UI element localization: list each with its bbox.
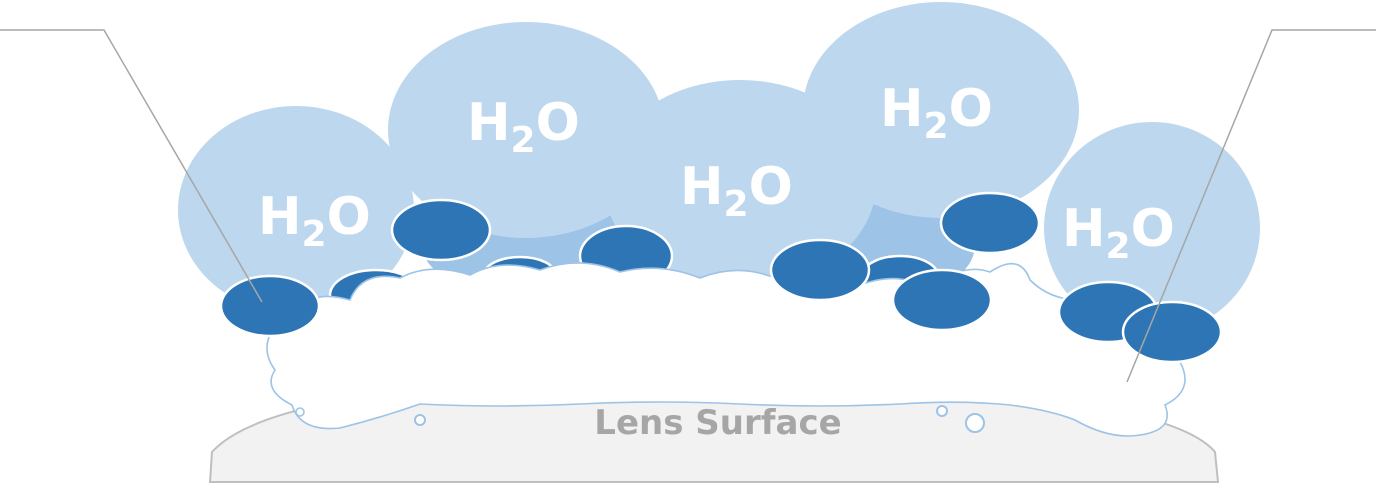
bubble [414, 414, 426, 426]
bubble [965, 413, 985, 433]
leader-lines [0, 29, 1376, 383]
water-cloud-2 [388, 22, 664, 238]
water-label-2: H2O [467, 93, 580, 161]
hydrophilic-group [1121, 300, 1223, 364]
water-label-4: H2O [880, 79, 993, 147]
water-label-3: H2O [680, 157, 793, 225]
water-labels: H2O H2O H2O H2O H2O [258, 79, 1175, 267]
water-clouds [178, 2, 1260, 334]
bubble [936, 405, 948, 417]
hydrophilic-group [769, 238, 871, 302]
lens-surface-label: Lens Surface [594, 403, 841, 443]
coating-bubbles [414, 405, 985, 433]
water-cloud-1 [178, 106, 414, 314]
water-cloud-5 [1044, 122, 1260, 334]
hydrophilic-group [939, 191, 1041, 255]
water-label-1: H2O [258, 187, 371, 255]
leader-line-right [1126, 29, 1376, 383]
hydrophilic-group [891, 268, 993, 332]
hydrophilic-group [219, 274, 321, 338]
hydrophilic-group [390, 198, 492, 262]
water-label-5: H2O [1062, 199, 1175, 267]
hydrophilic-groups-front [219, 191, 1223, 364]
leader-line-left [0, 29, 263, 303]
water-cloud-4 [803, 2, 1079, 218]
